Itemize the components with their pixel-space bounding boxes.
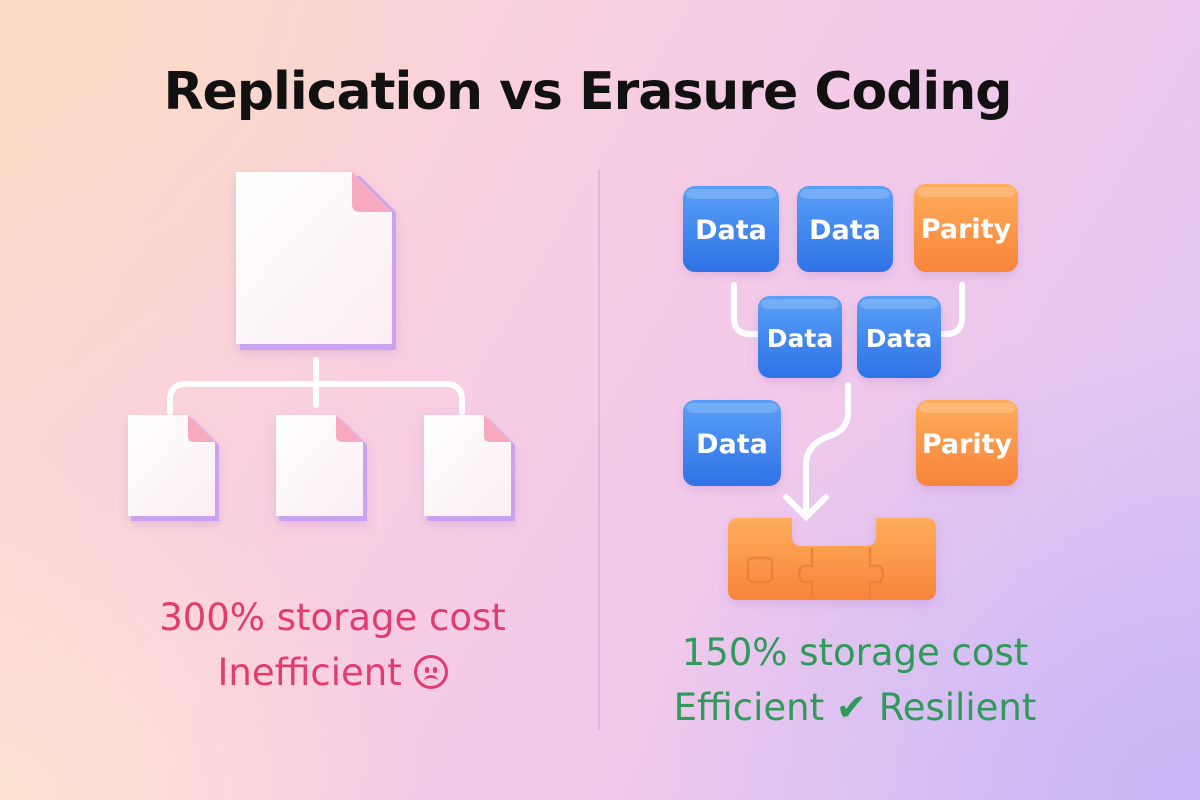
- reconstructed-data-icon: [728, 518, 936, 600]
- replica-file-icon: [424, 415, 515, 521]
- parity-block: Parity: [916, 400, 1018, 486]
- block-label: Parity: [922, 429, 1013, 460]
- replication-storage-cost: 300% storage cost: [159, 596, 506, 639]
- data-block: Data: [857, 296, 941, 378]
- original-file-icon: [236, 172, 396, 350]
- data-block: Data: [683, 400, 781, 486]
- replication-verdict-label: Inefficient: [217, 651, 402, 694]
- diagram-title: Replication vs Erasure Coding: [163, 62, 1013, 122]
- data-block: Data: [758, 296, 842, 378]
- parity-block: Parity: [914, 184, 1018, 272]
- block-label: Parity: [921, 214, 1012, 245]
- erasure-storage-cost: 150% storage cost: [681, 631, 1029, 674]
- replica-file-icon: [128, 415, 219, 521]
- erasure-coding-caption: 150% storage cost Efficient ✔ Resilient: [625, 625, 1085, 735]
- replication-verdict: Inefficient: [100, 645, 565, 700]
- block-label: Data: [767, 324, 833, 353]
- erasure-verdict: Efficient ✔ Resilient: [625, 680, 1085, 735]
- checkmark-icon: ✔: [835, 686, 867, 729]
- data-block: Data: [797, 186, 893, 272]
- replication-caption: 300% storage cost Inefficient: [100, 590, 565, 700]
- block-label: Data: [866, 324, 932, 353]
- block-label: Data: [695, 215, 767, 246]
- erasure-connectors: [731, 282, 965, 522]
- block-label: Data: [696, 429, 768, 460]
- replication-connector: [167, 357, 465, 415]
- block-label: Data: [809, 215, 881, 246]
- section-divider: [598, 170, 600, 730]
- erasure-verdict-efficient: Efficient: [673, 686, 825, 729]
- sad-face-icon: [413, 655, 448, 689]
- erasure-verdict-resilient: Resilient: [878, 686, 1037, 729]
- data-block: Data: [683, 186, 779, 272]
- replica-file-icon: [276, 415, 367, 521]
